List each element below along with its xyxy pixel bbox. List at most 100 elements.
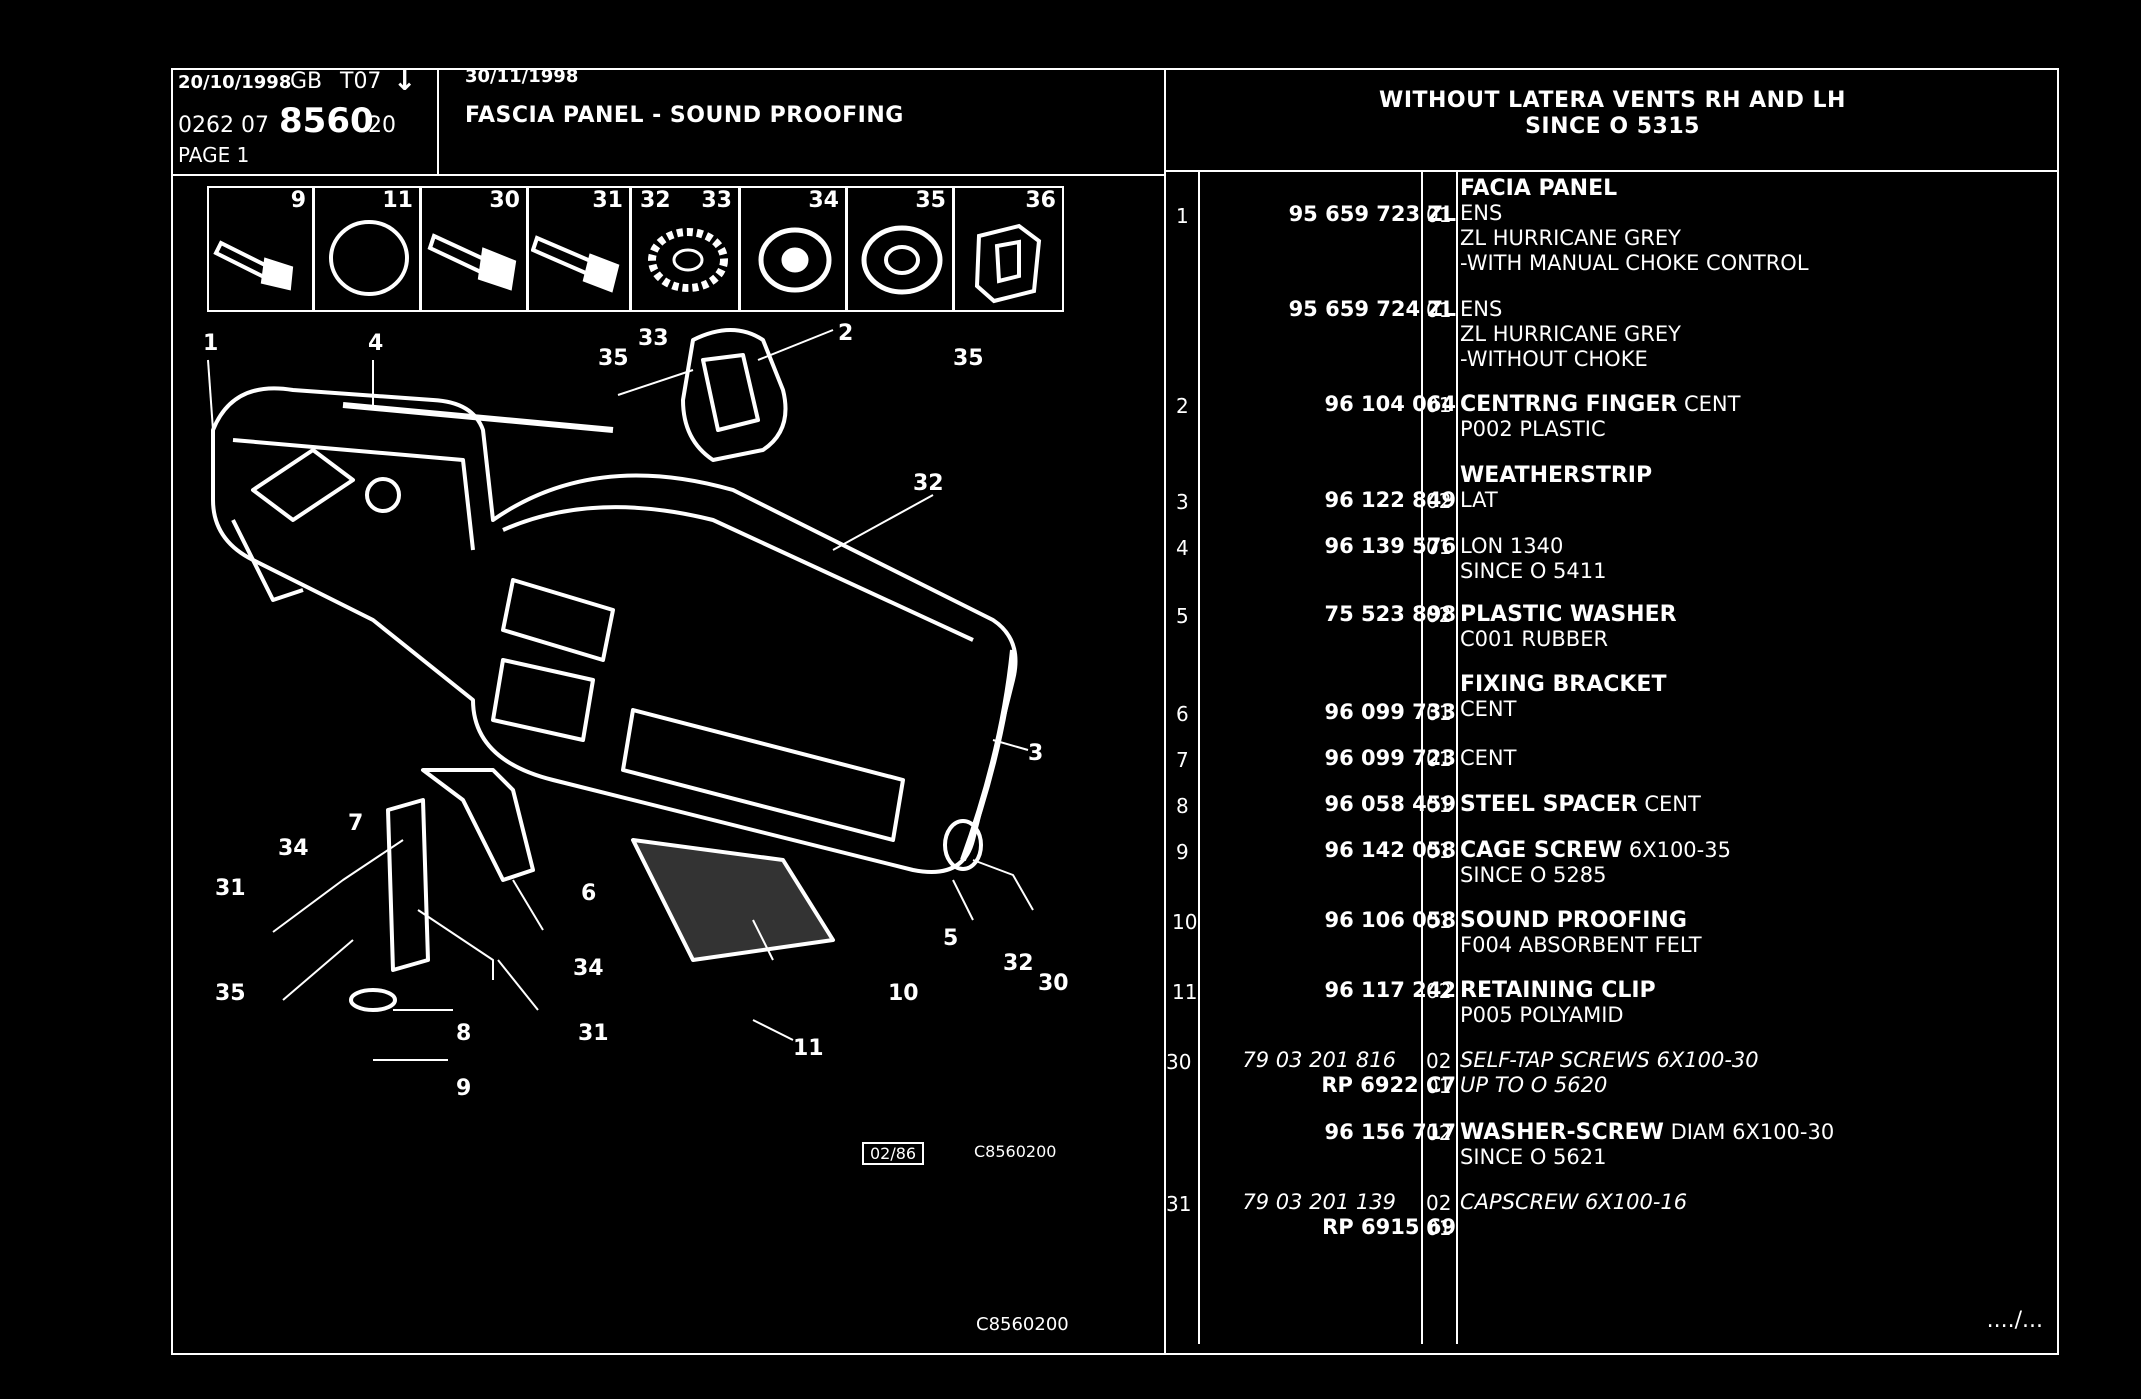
qty: 01 — [1426, 747, 1452, 771]
header-bottom-left — [171, 174, 1166, 176]
qty: 01 — [1426, 701, 1452, 725]
steel-spacer — [349, 988, 397, 1012]
qty-column-divider-left — [1421, 172, 1423, 1344]
lock-washer-icon — [648, 228, 728, 292]
icon-number: 35 — [915, 188, 946, 213]
icon-number: 30 — [489, 188, 520, 213]
part-description: SOUND PROOFING F004 ABSORBENT FELT — [1460, 908, 1702, 957]
pos: 9 — [1176, 840, 1189, 864]
qty: 02 — [1426, 489, 1452, 513]
svg-text:5: 5 — [943, 926, 958, 951]
svg-text:31: 31 — [215, 876, 246, 901]
page-title: FASCIA PANEL - SOUND PROOFING — [465, 103, 904, 128]
down-arrow-icon: ↓ — [393, 64, 417, 97]
catalog-frame — [171, 68, 2059, 1355]
part-description: CAPSCREW 6X100-16 — [1460, 1190, 1688, 1214]
part-ref[interactable]: RP 6922 C7 — [1321, 1073, 1456, 1097]
svg-text:4: 4 — [368, 331, 383, 356]
cap-icon — [329, 220, 409, 296]
pos: 11 — [1172, 980, 1198, 1004]
part-ref[interactable]: 96 106 058 — [1324, 908, 1456, 932]
part-ref-alt[interactable]: 79 03 201 139 — [1242, 1190, 1396, 1214]
pos: 10 — [1172, 910, 1198, 934]
icon-number: 36 — [1025, 188, 1056, 213]
part-description: CAGE SCREW 6X100-35 SINCE O 5285 — [1460, 838, 1731, 887]
svg-text:35: 35 — [953, 346, 984, 371]
parts-list: 1 95 659 723 ZL 01 FACIA PANEL ENS ZL HU… — [1166, 172, 2059, 1352]
icon-box-11: 11 — [313, 186, 421, 312]
svg-text:31: 31 — [578, 1021, 609, 1046]
qty: 02 — [1426, 1121, 1452, 1145]
page-ref-code: C8560200 — [976, 1314, 1069, 1335]
pos: 5 — [1176, 604, 1189, 628]
sound-proofing — [631, 838, 835, 962]
weatherstrip — [342, 402, 614, 433]
part-ref[interactable]: 96 139 576 — [1324, 534, 1456, 558]
header-code-prefix: 0262 07 — [178, 113, 269, 138]
header-edition: T07 — [340, 69, 382, 94]
part-ref[interactable]: 96 104 064 — [1324, 392, 1456, 416]
svg-text:1: 1 — [203, 331, 218, 356]
header-code-suffix: 20 — [368, 113, 396, 138]
part-ref[interactable]: RP 6915 69 — [1322, 1215, 1456, 1239]
pos: 1 — [1176, 204, 1189, 228]
pos: 4 — [1176, 536, 1189, 560]
svg-text:35: 35 — [598, 346, 629, 371]
svg-text:34: 34 — [278, 836, 309, 861]
diagram-ref-date: 02/86 — [862, 1142, 925, 1165]
svg-text:11: 11 — [793, 1036, 824, 1061]
qty: 01 — [1426, 393, 1452, 417]
fixing-bracket-2 — [386, 798, 430, 972]
part-ref[interactable]: 75 523 898 — [1324, 602, 1456, 626]
part-ref[interactable]: 96 142 058 — [1324, 838, 1456, 862]
part-description: FIXING BRACKET CENT — [1460, 672, 1667, 721]
icon-box-34: 34 — [739, 186, 847, 312]
svg-text:35: 35 — [215, 981, 246, 1006]
header-date1: 20/10/1998 — [178, 72, 292, 93]
header-bottom-right — [1164, 170, 2059, 172]
screw-icon — [427, 233, 517, 291]
fascia-panel — [211, 386, 1018, 874]
svg-text:30: 30 — [1038, 971, 1069, 996]
part-description: PLASTIC WASHER C001 RUBBER — [1460, 602, 1677, 651]
bolt-icon — [213, 240, 294, 291]
icon-box-32-33: 32 33 — [630, 186, 740, 312]
part-ref[interactable]: 96 122 849 — [1324, 488, 1456, 512]
qty: 02 — [1426, 1191, 1452, 1215]
qty: 01 — [1426, 909, 1452, 933]
plastic-washer — [943, 819, 983, 871]
svg-text:32: 32 — [913, 471, 944, 496]
qty: 01 — [1426, 1074, 1452, 1098]
qty: 02 — [1426, 603, 1452, 627]
part-description: LON 1340 SINCE O 5411 — [1460, 534, 1607, 583]
part-ref[interactable]: 96 117 242 — [1324, 978, 1456, 1002]
header-lang: GB — [290, 69, 323, 94]
part-ref[interactable]: 96 156 717 — [1324, 1120, 1456, 1144]
qty: 01 — [1426, 203, 1452, 227]
pos: 2 — [1176, 394, 1189, 418]
part-description: CENTRNG FINGER CENT P002 PLASTIC — [1460, 392, 1741, 441]
pos-column-divider — [1198, 172, 1200, 1344]
qty: 01 — [1426, 1216, 1452, 1240]
weatherstrip-lat — [960, 649, 1016, 862]
part-ref[interactable]: 96 099 723 — [1324, 746, 1456, 770]
icon-number: 31 — [592, 188, 623, 213]
icon-box-36: 36 — [953, 186, 1064, 312]
header-date2: 30/11/1998 — [465, 66, 579, 87]
qty: 02 — [1426, 1049, 1452, 1073]
pos: 3 — [1176, 490, 1189, 514]
icon-box-9: 9 — [207, 186, 314, 312]
part-description: RETAINING CLIP P005 POLYAMID — [1460, 978, 1656, 1027]
qty: 02 — [1426, 979, 1452, 1003]
part-ref[interactable]: 95 659 723 ZL — [1288, 202, 1456, 226]
washer-icon — [758, 227, 832, 293]
icon-box-35: 35 — [846, 186, 954, 312]
icon-box-30: 30 — [420, 186, 528, 312]
part-ref-alt[interactable]: 79 03 201 816 — [1242, 1048, 1396, 1072]
part-ref[interactable]: 96 099 733 — [1324, 700, 1456, 724]
exploded-diagram: 1 4 35 33 2 35 32 3 7 34 31 6 35 34 8 31… — [203, 321, 1069, 1101]
part-ref[interactable]: 95 659 724 ZL — [1288, 297, 1456, 321]
icon-number: 34 — [808, 188, 839, 213]
qty: 01 — [1426, 535, 1452, 559]
part-ref[interactable]: 96 058 459 — [1324, 792, 1456, 816]
